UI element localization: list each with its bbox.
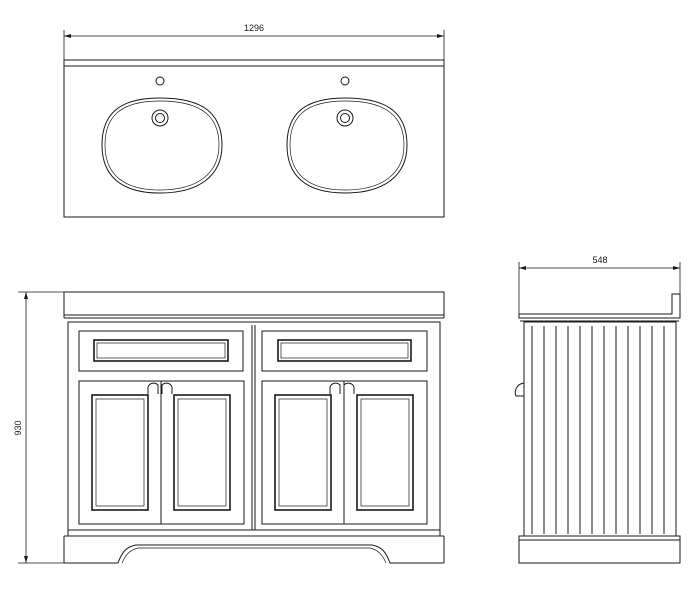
countertop-front bbox=[63, 291, 445, 316]
drawer-right bbox=[261, 330, 428, 372]
plinth-side bbox=[518, 535, 681, 564]
countertop-plan bbox=[63, 59, 445, 218]
door-1 bbox=[78, 380, 162, 525]
width-label: 1296 bbox=[244, 23, 264, 33]
drawer-left bbox=[78, 330, 244, 372]
basin-right bbox=[286, 76, 408, 194]
door-4 bbox=[343, 380, 428, 525]
tap-hole-right bbox=[340, 76, 350, 86]
drain-left bbox=[151, 109, 169, 127]
front-view: 930 bbox=[13, 291, 445, 564]
basin-left bbox=[101, 76, 223, 194]
plinth-front bbox=[63, 535, 445, 564]
height-label: 930 bbox=[13, 420, 23, 435]
drain-right bbox=[336, 109, 354, 127]
depth-label: 548 bbox=[592, 255, 607, 265]
width-dimension: 1296 bbox=[63, 23, 445, 60]
door-2 bbox=[160, 380, 245, 525]
height-dimension: 930 bbox=[13, 291, 64, 564]
side-view: 548 bbox=[514, 255, 681, 564]
door-handles bbox=[147, 382, 355, 394]
side-panel bbox=[523, 321, 677, 537]
depth-dimension: 548 bbox=[518, 255, 681, 318]
plan-view: 1296 bbox=[63, 23, 445, 218]
tap-hole-left bbox=[155, 76, 165, 86]
side-handle bbox=[514, 382, 525, 397]
side-boards bbox=[531, 326, 665, 534]
door-3 bbox=[261, 380, 345, 525]
cabinet-body bbox=[67, 321, 441, 537]
